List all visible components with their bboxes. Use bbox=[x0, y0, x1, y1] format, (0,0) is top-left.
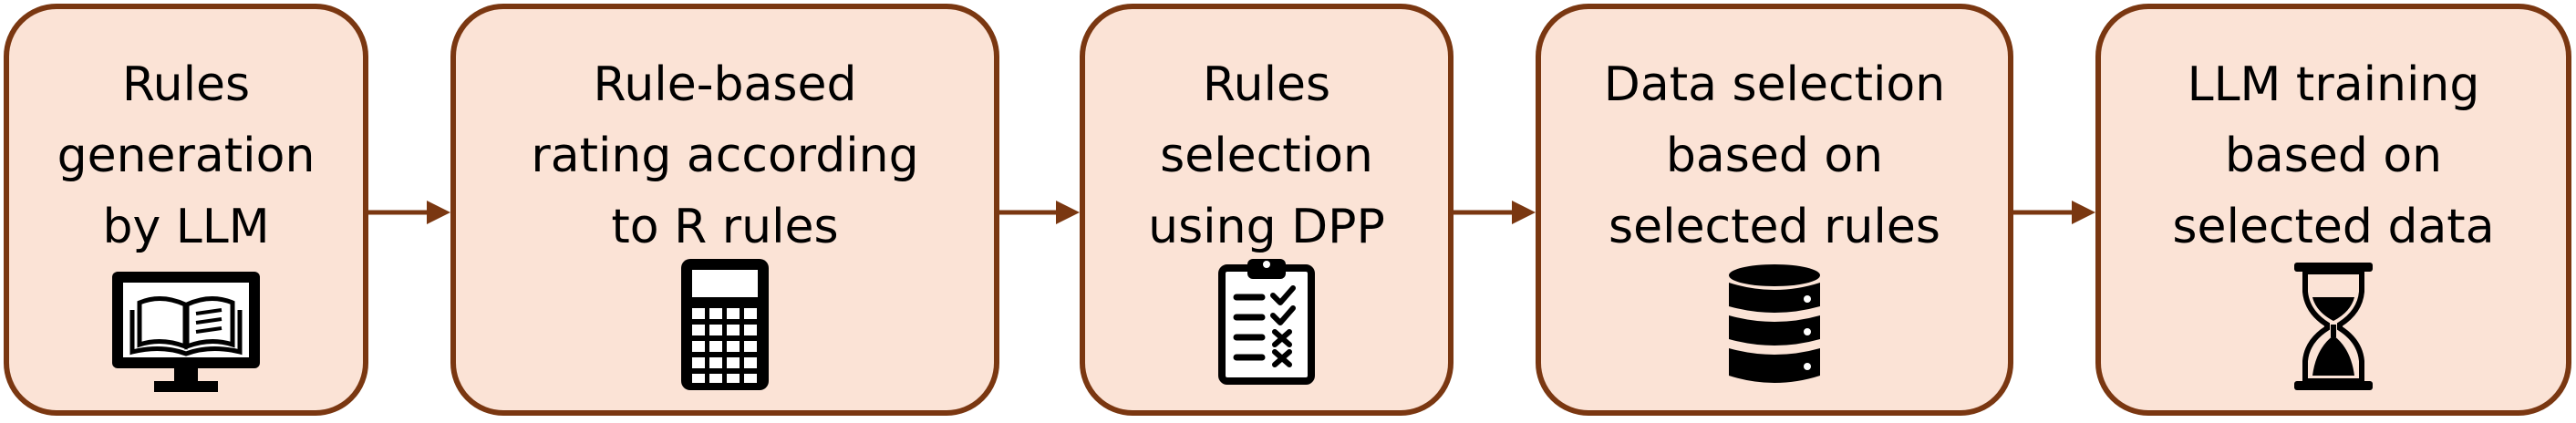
step-data-selection: Data selection based on selected rules bbox=[1536, 4, 2013, 416]
flow-arrow bbox=[1454, 201, 1536, 224]
computer-book-icon bbox=[109, 268, 264, 399]
step-label: Rules generation by LLM bbox=[57, 57, 316, 254]
flow-arrow bbox=[368, 201, 450, 224]
database-icon bbox=[1727, 263, 1822, 394]
flow-arrow bbox=[2013, 201, 2095, 224]
step-label: Rules selection using DPP bbox=[1148, 57, 1385, 254]
step-rules-selection: Rules selection using DPP bbox=[1080, 4, 1454, 416]
step-rule-based-rating: Rule-based rating according to R rules bbox=[450, 4, 999, 416]
calculator-icon bbox=[679, 257, 771, 396]
hourglass-icon bbox=[2292, 261, 2374, 396]
step-label: LLM training based on selected data bbox=[2172, 57, 2495, 254]
flow-arrow bbox=[999, 201, 1080, 224]
step-rules-generation: Rules generation by LLM bbox=[4, 4, 368, 416]
clipboard-checklist-icon bbox=[1216, 255, 1317, 388]
step-llm-training: LLM training based on selected data bbox=[2095, 4, 2571, 416]
step-label: Rule-based rating according to R rules bbox=[531, 57, 919, 254]
step-label: Data selection based on selected rules bbox=[1603, 57, 1946, 254]
